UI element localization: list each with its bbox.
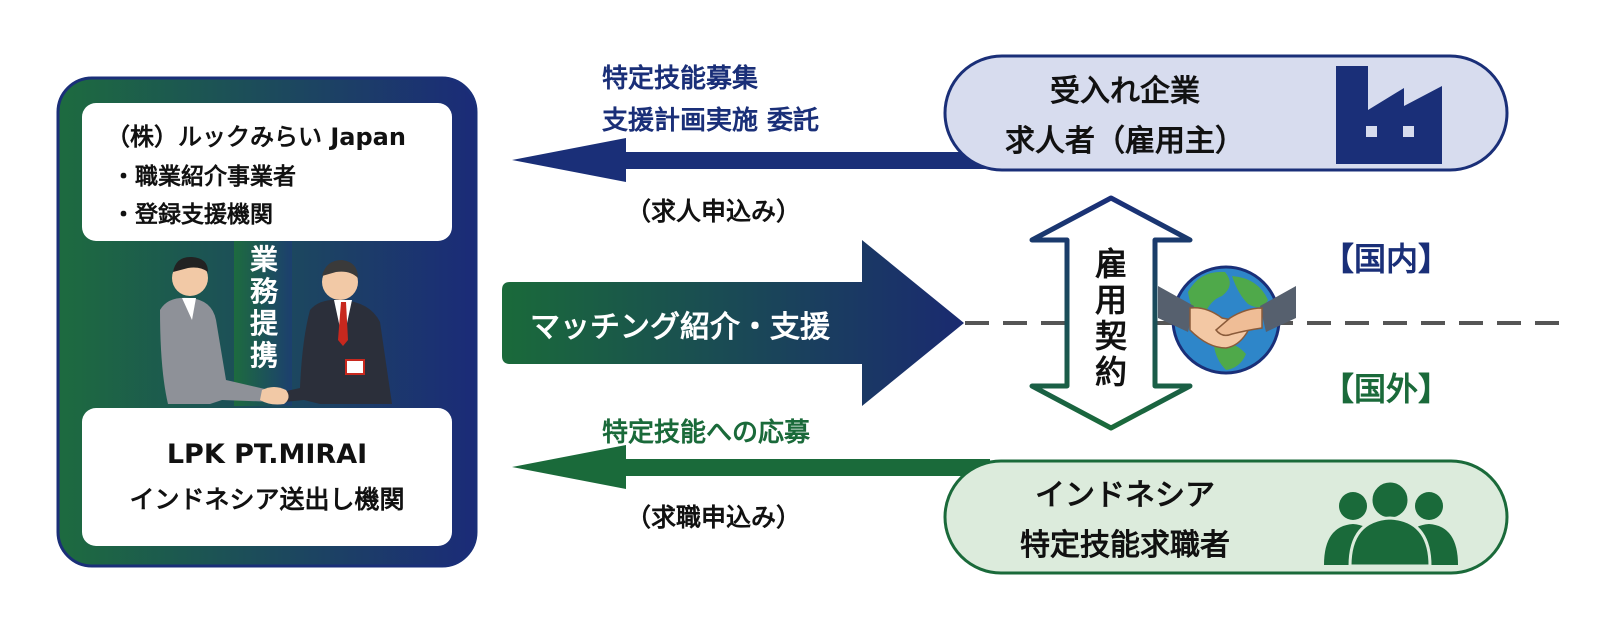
domestic-label: 【国内】 <box>1322 240 1451 278</box>
people-group-icon <box>1324 479 1458 568</box>
indonesia-org-name: LPK PT.MIRAI <box>166 438 368 470</box>
apply-arrow-head <box>512 445 626 489</box>
overseas-label: 【国外】 <box>1322 370 1451 408</box>
company-role-registered-support-org: ・登録支援機関 <box>112 202 273 228</box>
applicant-box-text: インドネシア 特定技能求職者 <box>975 466 1275 568</box>
job-seeker-application-label: （求職申込み） <box>626 503 802 532</box>
indonesia-org-type: インドネシア送出し機関 <box>129 484 405 514</box>
company-name: （株）ルックみらい Japan <box>106 123 406 151</box>
company-info-card: （株）ルックみらい Japan ・職業紹介事業者 ・登録支援機関 <box>82 103 452 241</box>
applicant-role: 特定技能求職者 <box>1020 528 1230 563</box>
applicant-country: インドネシア <box>1035 478 1215 513</box>
recruit-label-2: 支援計画実施 委託 <box>602 106 820 136</box>
apply-label: 特定技能への応募 <box>602 418 811 448</box>
company-role-employment-agency: ・職業紹介事業者 <box>112 164 296 190</box>
employer-name: 受入れ企業 <box>1050 74 1200 109</box>
factory-icon <box>1336 66 1442 164</box>
recruit-arrow-head <box>512 138 626 182</box>
handshake-globe-icon <box>1158 265 1296 375</box>
employer-box-text: 受入れ企業 求人者（雇用主） <box>975 62 1275 164</box>
matching-arrow <box>502 240 964 406</box>
partnership-label: 業 務 提 携 <box>249 243 278 372</box>
businessmen-handshake-illustration <box>160 240 392 406</box>
indonesia-org-card: LPK PT.MIRAI インドネシア送出し機関 <box>82 408 452 546</box>
recruit-label-1: 特定技能募集 <box>602 64 759 94</box>
apply-arrow-shaft <box>600 459 990 476</box>
contract-double-arrow <box>1029 195 1193 431</box>
contract-label: 雇 用 契 約 <box>1094 245 1127 391</box>
job-application-label: （求人申込み） <box>626 197 802 226</box>
employer-role: 求人者（雇用主） <box>1005 124 1245 159</box>
matching-label: マッチング紹介・支援 <box>530 310 830 345</box>
recruit-arrow-shaft <box>600 152 990 169</box>
